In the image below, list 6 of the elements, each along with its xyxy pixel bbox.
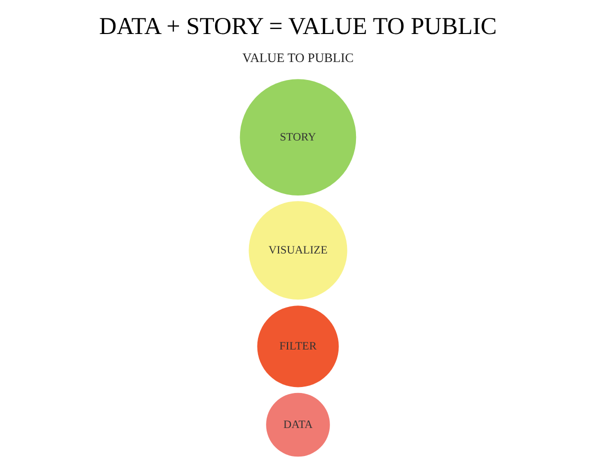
node-circle: DATA <box>266 392 330 457</box>
diagram-title: DATA + STORY = VALUE TO PUBLIC <box>98 12 496 40</box>
node-circle: FILTER <box>256 306 338 388</box>
node-circle: VISUALIZE <box>248 201 347 300</box>
label: VALUE TO PUBLIC <box>242 50 354 66</box>
node-circle: STORY <box>239 79 356 196</box>
